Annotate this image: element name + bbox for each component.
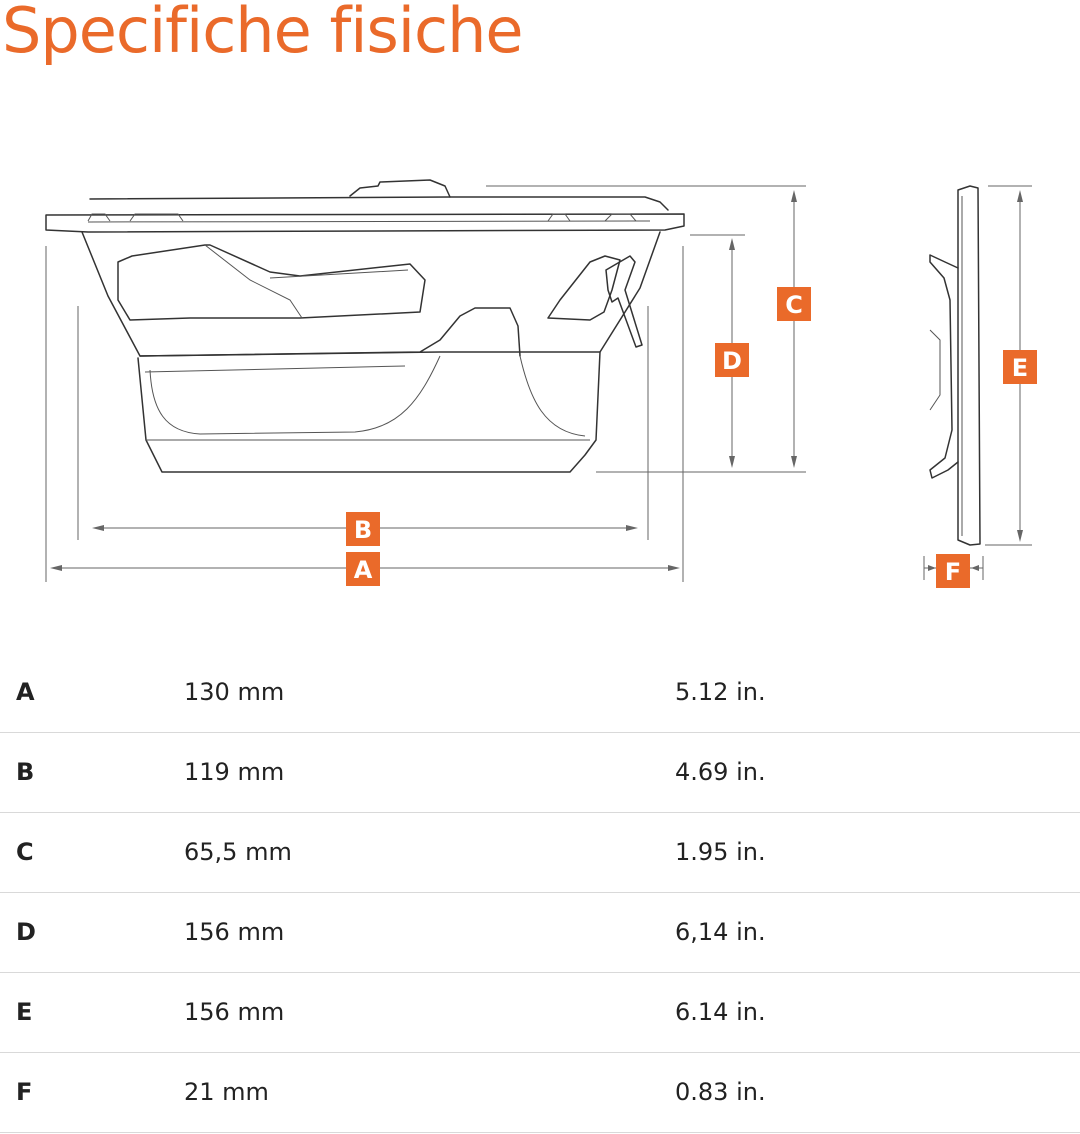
label-a: A xyxy=(354,556,373,584)
arrow-f-left xyxy=(928,565,936,571)
mounting-tab-right xyxy=(547,213,571,222)
magnet-curve-right xyxy=(519,355,586,437)
label-badge-b: B xyxy=(346,512,380,546)
label-b: B xyxy=(354,516,372,544)
spec-inch: 6.14 in. xyxy=(675,972,1080,1053)
arrow-c-top xyxy=(791,190,797,202)
basket-window-right xyxy=(547,255,621,321)
spec-inch: 6,14 in. xyxy=(675,892,1080,973)
label-badge-f: F xyxy=(936,554,970,588)
spec-mm: 130 mm xyxy=(184,652,675,733)
spec-key: F xyxy=(0,1052,184,1133)
specs-table: A 130 mm 5.12 in. B 119 mm 4.69 in. C 65… xyxy=(0,652,1080,1133)
arrow-e-bottom xyxy=(1017,530,1023,542)
label-badge-e: E xyxy=(1003,350,1037,384)
profile-ring-outer xyxy=(957,185,981,546)
label-f: F xyxy=(945,558,961,586)
page-title: Specifiche fisiche xyxy=(2,0,524,67)
speaker-magnet xyxy=(137,351,601,473)
label-e: E xyxy=(1012,354,1028,382)
basket-window-left-inner xyxy=(204,244,409,319)
spec-inch: 0.83 in. xyxy=(675,1052,1080,1133)
spec-mm: 65,5 mm xyxy=(184,812,675,893)
spec-key: B xyxy=(0,732,184,813)
arrow-d-top xyxy=(729,238,735,250)
magnet-line-2 xyxy=(144,365,406,373)
spec-inch: 1.95 in. xyxy=(675,812,1080,893)
table-row: B 119 mm 4.69 in. xyxy=(0,732,1080,813)
table-row: A 130 mm 5.12 in. xyxy=(0,652,1080,733)
profile-bracket-inner xyxy=(929,329,941,411)
table-row: D 156 mm 6,14 in. xyxy=(0,892,1080,973)
arrow-b-left xyxy=(92,525,104,531)
speaker-basket xyxy=(81,231,661,357)
arrow-a-right xyxy=(668,565,680,571)
table-row: C 65,5 mm 1.95 in. xyxy=(0,812,1080,893)
speaker-frame-top xyxy=(89,196,669,211)
speaker-side-view xyxy=(45,179,685,473)
arrow-a-left xyxy=(50,565,62,571)
arrow-b-right xyxy=(626,525,638,531)
spec-inch: 5.12 in. xyxy=(675,652,1080,733)
basket-window-left xyxy=(117,244,426,321)
label-d: D xyxy=(722,347,742,375)
spec-mm: 21 mm xyxy=(184,1052,675,1133)
mounting-tab-left-2 xyxy=(129,213,184,222)
speaker-flange xyxy=(45,213,685,233)
spec-key: C xyxy=(0,812,184,893)
speaker-profile-view xyxy=(929,185,981,546)
arrow-e-top xyxy=(1017,190,1023,202)
spec-key: E xyxy=(0,972,184,1053)
table-row: E 156 mm 6.14 in. xyxy=(0,972,1080,1053)
arrow-d-bottom xyxy=(729,456,735,468)
table-row: F 21 mm 0.83 in. xyxy=(0,1052,1080,1133)
speaker-magnet-top xyxy=(139,307,521,357)
label-badge-a: A xyxy=(346,552,380,586)
label-badge-d: D xyxy=(715,343,749,377)
spec-mm: 119 mm xyxy=(184,732,675,813)
magnet-curve-left xyxy=(149,355,441,435)
speaker-dimension-diagram: A B C D E F xyxy=(45,179,1037,588)
spec-mm: 156 mm xyxy=(184,892,675,973)
arrow-c-bottom xyxy=(791,456,797,468)
mounting-tab-right-2 xyxy=(604,213,637,222)
tweeter-mount xyxy=(349,179,451,198)
speaker-terminal xyxy=(605,255,643,348)
spec-key: D xyxy=(0,892,184,973)
dimension-lines xyxy=(45,185,1032,582)
spec-inch: 4.69 in. xyxy=(675,732,1080,813)
label-c: C xyxy=(785,291,803,319)
flange-inner-line xyxy=(87,220,651,223)
spec-key: A xyxy=(0,652,184,733)
label-badge-c: C xyxy=(777,287,811,321)
mounting-tab-left xyxy=(87,213,111,222)
arrow-f-right xyxy=(971,565,979,571)
profile-bracket xyxy=(929,254,959,479)
spec-mm: 156 mm xyxy=(184,972,675,1053)
